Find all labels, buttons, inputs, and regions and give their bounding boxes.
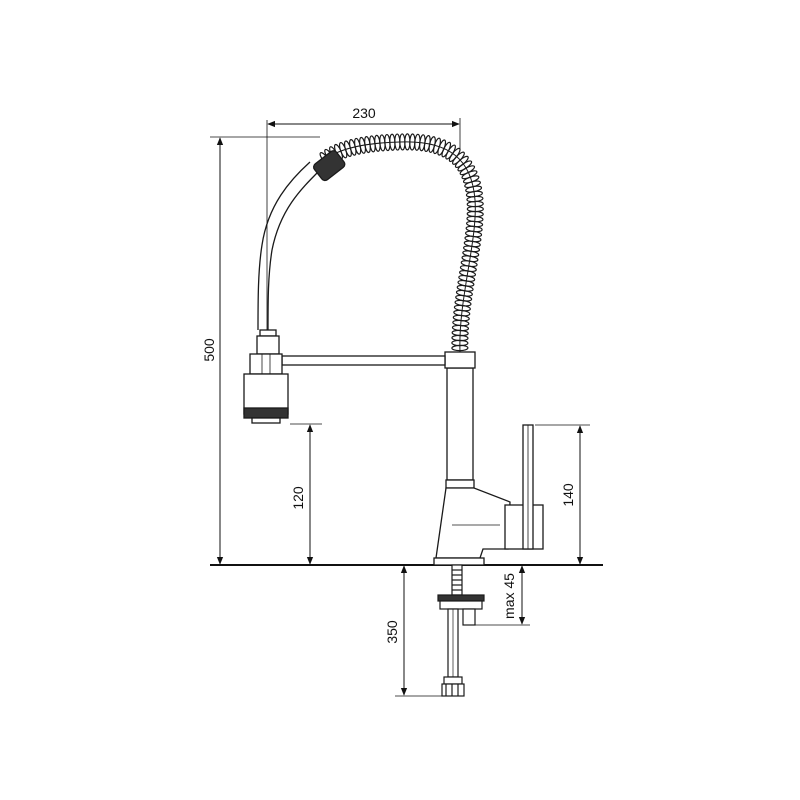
label-140: 140 [560,483,576,507]
spray-arm [257,150,346,331]
hose-end-cap [312,150,346,182]
base-plate [433,557,485,566]
spray-head [243,329,289,424]
faucet-column [446,367,474,481]
label-500: 500 [201,338,217,362]
spray-nozzle-ring [243,407,289,419]
spring-hose [319,133,484,353]
label-120: 120 [290,486,306,510]
column-collar [444,351,476,369]
lower-collar [445,479,475,489]
label-max45: max 45 [501,573,517,619]
mounting-kit [437,564,485,697]
faucet-body [433,351,544,566]
label-230: 230 [352,105,376,121]
label-350: 350 [384,620,400,644]
faucet-base [435,487,511,559]
holder-bar [281,355,446,366]
